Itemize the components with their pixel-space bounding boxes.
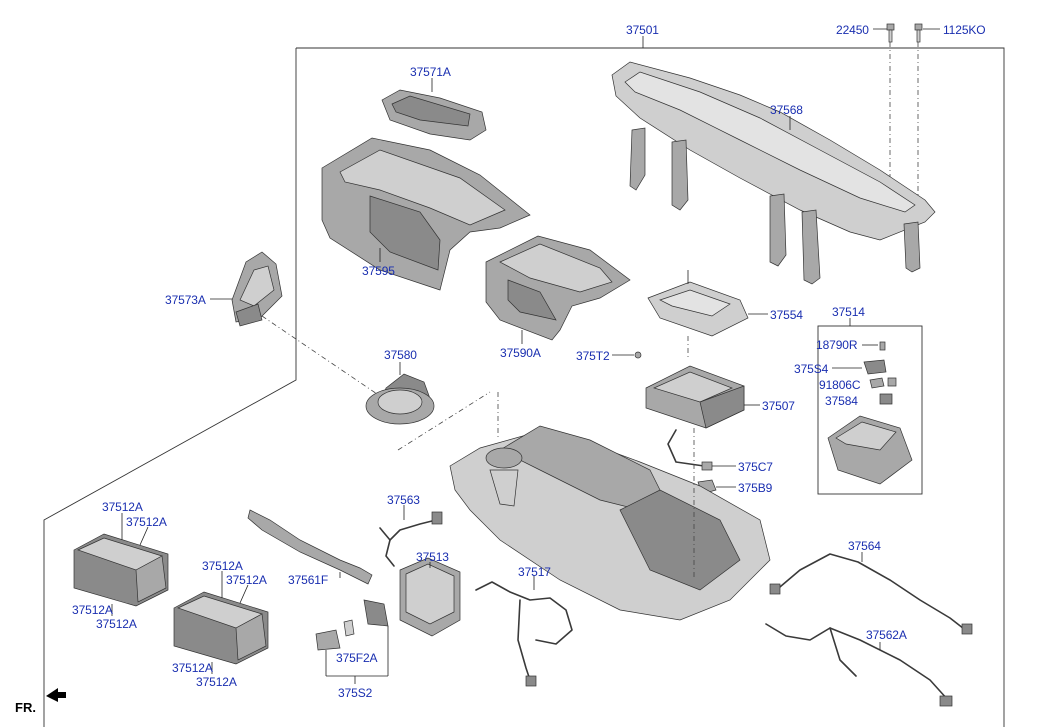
module-37507[interactable] (645, 365, 760, 429)
frame-bracket-37568[interactable] (611, 61, 936, 285)
kit-37514[interactable] (827, 318, 913, 485)
label-37517[interactable]: 37517 (518, 565, 551, 579)
pipe-375C7[interactable] (667, 429, 736, 471)
label-37507[interactable]: 37507 (762, 399, 795, 413)
label-37512A-6[interactable]: 37512A (226, 573, 267, 587)
label-37514[interactable]: 37514 (832, 305, 865, 319)
duct-37573A[interactable] (210, 251, 381, 397)
label-37561F[interactable]: 37561F (288, 573, 329, 587)
harness-37564[interactable] (769, 552, 973, 635)
label-37573A[interactable]: 37573A (165, 293, 206, 307)
fuse-375S2[interactable] (315, 599, 389, 684)
front-direction-label: FR. (15, 700, 36, 715)
label-37563[interactable]: 37563 (387, 493, 420, 507)
label-375S4[interactable]: 375S4 (794, 362, 829, 376)
label-37568[interactable]: 37568 (770, 103, 803, 117)
label-375C7[interactable]: 375C7 (738, 460, 773, 474)
label-91806C[interactable]: 91806C (819, 378, 861, 392)
label-37512A-1[interactable]: 37512A (102, 500, 143, 514)
label-37590A[interactable]: 37590A (500, 346, 541, 360)
label-375F2A[interactable]: 375F2A (336, 651, 378, 665)
tray-lower-case[interactable] (449, 336, 771, 621)
cell-modules-group-2[interactable] (173, 571, 269, 674)
label-18790R[interactable]: 18790R (816, 338, 858, 352)
label-375T2[interactable]: 375T2 (576, 349, 610, 363)
label-37513[interactable]: 37513 (416, 550, 449, 564)
label-37554[interactable]: 37554 (770, 308, 803, 322)
label-375S2[interactable]: 375S2 (338, 686, 373, 700)
label-37512A-2[interactable]: 37512A (126, 515, 167, 529)
part-37571A[interactable] (381, 78, 487, 141)
label-37584[interactable]: 37584 (825, 394, 858, 408)
part-375T2[interactable] (612, 351, 642, 359)
kit-37514-frame (817, 325, 923, 495)
harness-37517[interactable] (475, 576, 573, 687)
label-37512A-4[interactable]: 37512A (96, 617, 137, 631)
cell-modules-group-1[interactable] (73, 513, 169, 616)
busbar-37561F[interactable] (247, 509, 373, 585)
label-37512A-8[interactable]: 37512A (196, 675, 237, 689)
front-arrow-icon (46, 688, 66, 702)
cover-37595[interactable] (321, 137, 531, 291)
label-1125KO[interactable]: 1125KO (943, 23, 986, 37)
label-37564[interactable]: 37564 (848, 539, 881, 553)
label-37571A[interactable]: 37571A (410, 65, 451, 79)
cover-37590A[interactable] (485, 235, 631, 344)
label-37512A-5[interactable]: 37512A (202, 559, 243, 573)
label-37562A[interactable]: 37562A (866, 628, 907, 642)
cover-37554[interactable] (647, 270, 768, 337)
label-37580[interactable]: 37580 (384, 348, 417, 362)
label-37501[interactable]: 37501 (626, 23, 659, 37)
label-375B9[interactable]: 375B9 (738, 481, 773, 495)
harness-37563[interactable] (379, 505, 443, 567)
assembly-outline (43, 47, 1005, 727)
fan-37580[interactable] (365, 362, 499, 451)
label-37512A-7[interactable]: 37512A (172, 661, 213, 675)
harness-37562A[interactable] (765, 623, 953, 707)
label-37512A-3[interactable]: 37512A (72, 603, 113, 617)
bms-37513[interactable] (399, 557, 461, 637)
label-22450[interactable]: 22450 (836, 23, 869, 37)
label-37595[interactable]: 37595 (362, 264, 395, 278)
